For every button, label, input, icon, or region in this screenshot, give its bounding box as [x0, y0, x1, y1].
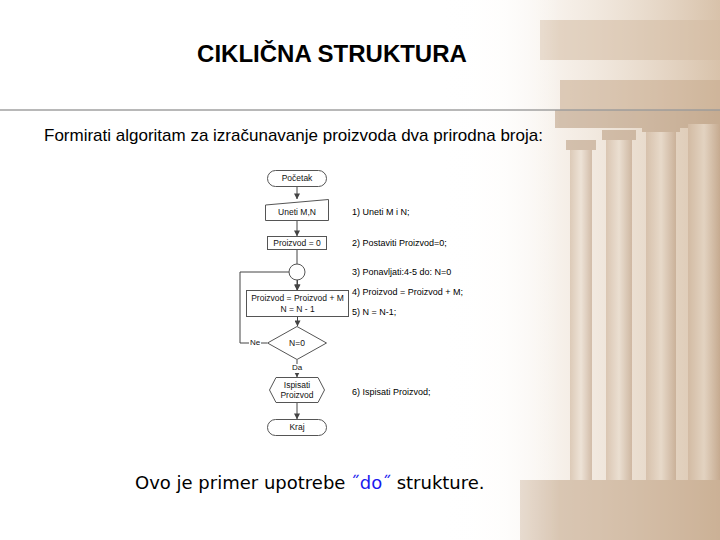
flow-arrow [297, 221, 298, 236]
start-terminal: Početak [267, 170, 327, 187]
flow-arrow [297, 403, 298, 419]
step-note: 3) Ponavljati:4-5 do: N=0 [352, 267, 451, 277]
node-text: N = N - 1 [280, 304, 314, 314]
caption-text: strukture. [397, 472, 485, 493]
edge-label: Da [291, 364, 303, 373]
step-note: 2) Postaviti Proizvod=0; [352, 238, 447, 248]
decision-diamond: N=0 [267, 326, 327, 360]
caption-row: Ovo je primer upotrebe ˝do˝ strukture. [135, 472, 485, 493]
caption-text: Ovo je primer upotrebe [135, 472, 345, 493]
step-note: 1) Uneti M i N; [352, 207, 410, 217]
node-text: Kraj [289, 422, 304, 432]
step-note: 5) N = N-1; [352, 307, 396, 317]
output-box: Ispisati Proizvod [269, 377, 325, 403]
node-text: Proizvod = 0 [273, 238, 321, 248]
edge-label: Ne [249, 339, 261, 348]
node-text: Ispisati Proizvod [277, 380, 317, 400]
slide-title: CIKLIČNA STRUKTURA [0, 40, 664, 68]
step-note: 6) Ispisati Proizvod; [352, 387, 431, 397]
node-text: N=0 [289, 338, 305, 348]
node-text: Početak [282, 173, 313, 183]
node-text: Uneti M,N [278, 207, 316, 217]
input-box: Uneti M,N [265, 199, 329, 221]
flow-arrow [297, 187, 298, 199]
process-box: Proizvod = Proizvod + MN = N - 1 [246, 290, 349, 317]
process-box: Proizvod = 0 [267, 236, 327, 250]
step-note: 4) Proizvod = Proizvod + M; [352, 287, 463, 297]
node-text: Proizvod = Proizvod + M [251, 293, 344, 303]
end-terminal: Kraj [267, 419, 327, 436]
flow-arrow [297, 317, 298, 326]
caption-text: ˝do˝ [351, 472, 391, 493]
intro-text: Formirati algoritam za izračunavanje pro… [44, 126, 543, 146]
